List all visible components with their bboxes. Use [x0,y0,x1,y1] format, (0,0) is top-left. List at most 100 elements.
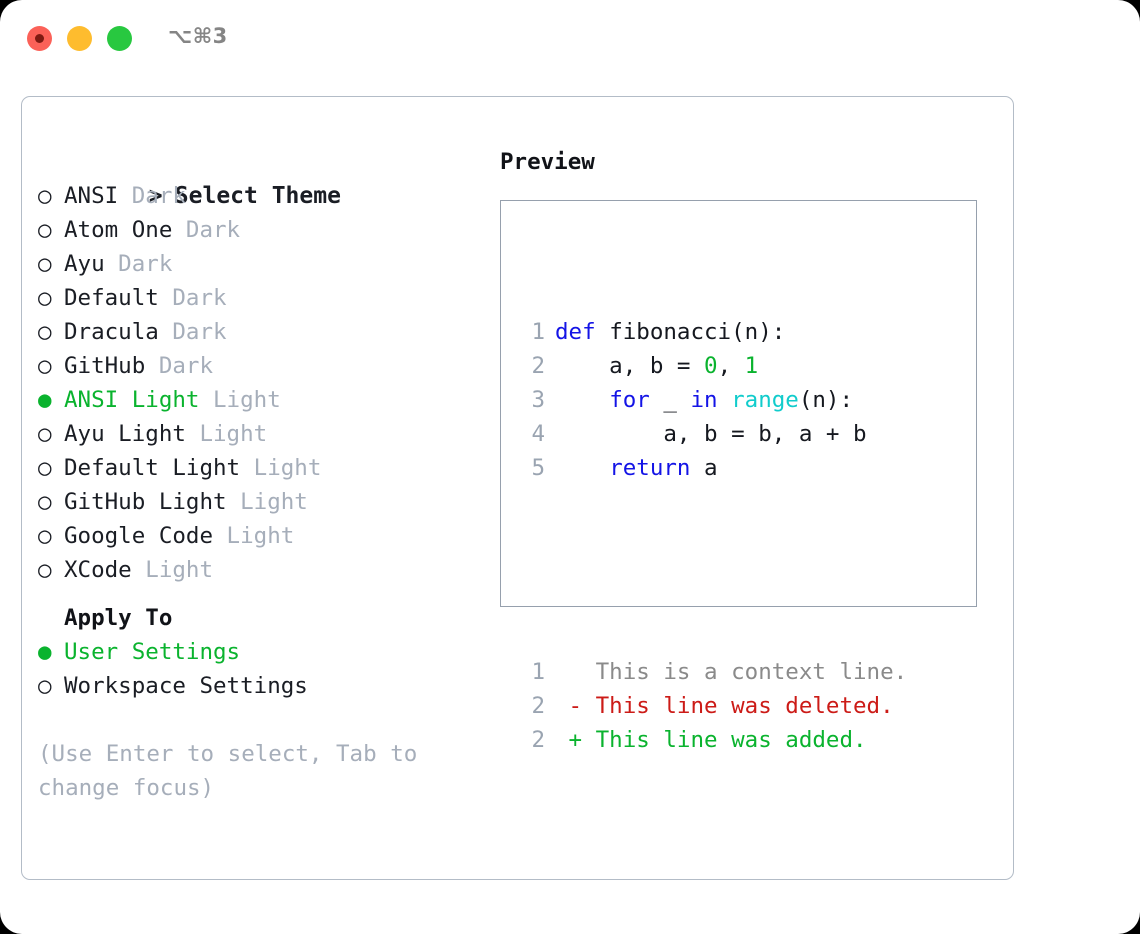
radio-selected-icon: ● [38,639,52,665]
code-token: + This line was added. [555,727,867,753]
code-line: 4 a, b = b, a + b [523,417,907,451]
code-line: 3 for _ in range(n): [523,383,907,417]
code-token: - This line was deleted. [555,693,894,719]
line-number: 5 [531,455,545,481]
code-line: 5 return a [523,451,907,485]
code-token: _ [649,387,691,413]
theme-item-variant: Dark [118,183,186,209]
theme-item-github[interactable]: ○GitHub Dark [38,349,478,383]
theme-item-label: Default [64,285,159,311]
theme-item-ayu-light[interactable]: ○ Ayu Light Light [38,417,478,451]
theme-item-label: Default Light [64,455,241,481]
radio-unselected-icon: ○ [38,557,52,583]
code-token: for [609,387,650,413]
code-line: 2 a, b = 0, 1 [523,349,907,383]
theme-item-ayu[interactable]: ○Ayu Dark [38,247,478,281]
code-token: a [690,455,718,481]
line-number: 1 [531,659,545,685]
code-token: in [690,387,718,413]
theme-item-xcode[interactable]: ○XCode Light [38,553,478,587]
radio-unselected-icon: ○ [38,251,52,277]
select-theme-header: > Select Theme [38,145,478,209]
theme-item-ansi-light[interactable]: ● ANSI Light Light [38,383,478,417]
code-token: fibonacci(n): [609,319,786,345]
apply-to-option-user-settings[interactable]: ● User Settings [38,635,478,669]
radio-unselected-icon: ○ [38,455,52,481]
radio-unselected-icon: ○ [38,285,52,311]
theme-item-label: Atom One [64,217,173,243]
line-number: 2 [531,353,545,379]
zoom-button[interactable] [107,26,132,51]
apply-to-list: ● User Settings ○Workspace Settings [38,635,478,703]
theme-list: ○ANSI Dark○Atom One Dark○Ayu Dark○Defaul… [38,179,478,587]
prompt-caret-icon: > [148,183,163,209]
select-theme-label: Select Theme [174,183,341,209]
line-number: 2 [531,727,545,753]
apply-to-option-workspace-settings[interactable]: ○Workspace Settings [38,669,478,703]
spacer [38,587,478,601]
code-token: , [717,353,745,379]
theme-item-variant: Dark [172,217,241,243]
theme-item-variant: Dark [158,319,227,345]
spacer [38,703,478,737]
radio-unselected-icon: ○ [38,523,52,549]
diff-line: 2 + This line was added. [523,723,907,757]
apply-to-option-label: Workspace Settings [64,673,308,699]
code-token: a, b = b, a + b [555,421,867,447]
theme-picker-column: >Select Theme ○ANSI Dark○Atom One Dark○A… [38,145,478,805]
code-token: 1 [744,353,759,379]
theme-item-label: GitHub Light [64,489,227,515]
code-blank-line [523,553,907,587]
code-token [555,387,609,413]
code-token: 0 [704,353,718,379]
theme-item-variant: Light [213,523,295,549]
theme-item-variant: Light [226,489,308,515]
theme-item-default-light[interactable]: ○ Default Light Light [38,451,478,485]
radio-unselected-icon: ○ [38,183,52,209]
title-bar: ⌥⌘3 [0,0,1140,76]
theme-item-variant: Light [240,455,322,481]
code-token: a, b = [555,353,705,379]
radio-unselected-icon: ○ [38,319,52,345]
code-token: range [731,387,799,413]
radio-selected-icon: ● [38,387,52,413]
radio-unselected-icon: ○ [38,353,52,379]
code-token [718,387,732,413]
theme-item-label: ANSI [64,183,119,209]
code-token: This is a context line. [555,659,908,685]
theme-item-label: Ayu Light [64,421,186,447]
theme-item-dracula[interactable]: ○ Dracula Dark [38,315,478,349]
theme-item-variant: Light [199,387,281,413]
radio-unselected-icon: ○ [38,217,52,243]
theme-item-variant: Dark [145,353,214,379]
content-panel: >Select Theme ○ANSI Dark○Atom One Dark○A… [21,96,1014,880]
code-token [555,455,609,481]
theme-item-atom-one[interactable]: ○ Atom One Dark [38,213,478,247]
window-title: ⌥⌘3 [168,24,228,48]
theme-item-default[interactable]: ○Default Dark [38,281,478,315]
minimize-button[interactable] [67,26,92,51]
theme-item-github-light[interactable]: ○GitHub Light Light [38,485,478,519]
code-token: (n): [798,387,854,413]
apply-to-option-label: User Settings [64,639,241,665]
code-token: return [609,455,691,481]
line-number: 4 [531,421,545,447]
close-button[interactable] [27,26,52,51]
line-number: 3 [531,387,545,413]
radio-unselected-icon: ○ [38,421,52,447]
preview-title: Preview [500,149,595,175]
theme-item-variant: Light [185,421,268,447]
theme-item-google-code[interactable]: ○Google Code Light [38,519,478,553]
line-number: 2 [531,693,545,719]
theme-item-variant: Dark [104,251,173,277]
theme-item-ansi[interactable]: ○ ANSI Dark [38,179,478,213]
theme-item-label: Dracula [64,319,159,345]
diff-sample: 1 This is a context line. 2 - This line w… [523,655,907,757]
theme-item-label: ANSI Light [64,387,200,413]
theme-item-label: XCode [64,557,132,583]
